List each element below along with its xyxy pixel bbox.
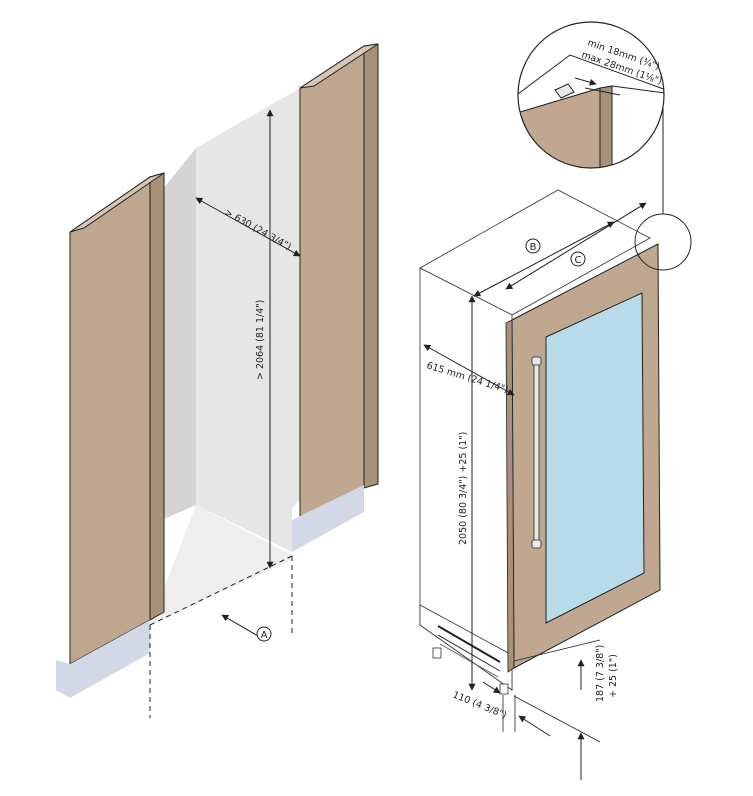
magnifier-panel-edge	[599, 85, 613, 168]
magnifier-gap-line	[584, 87, 621, 96]
dim-c-arrow	[505, 202, 647, 290]
magnifier-hinge	[554, 83, 575, 99]
door-handle	[533, 362, 540, 544]
handle-mount	[531, 539, 542, 549]
cabinet-foot	[432, 647, 442, 659]
callout-c-circle	[570, 251, 586, 267]
right-panel-top	[299, 43, 379, 89]
niche-illustration: > 630 (24 3/4") > 2064 (81 1/4") A	[56, 43, 379, 718]
callout-c-label: C	[575, 255, 582, 266]
niche-height-text: > 2064 (81 1/4")	[255, 300, 266, 380]
cabinet-base	[419, 604, 513, 691]
plinth-height-text-2: + 25 (1")	[608, 654, 619, 698]
left-plinth-side	[56, 660, 70, 698]
magnifier-ring	[517, 21, 665, 169]
cabinet-height-text: 2050 (80 3/4") +25 (1")	[458, 432, 469, 545]
niche-floor	[150, 505, 292, 625]
door-glass	[545, 292, 645, 624]
cabinet-foot	[499, 683, 509, 695]
left-panel-front	[69, 176, 151, 665]
plinth-height-text-1: 187 (7 3/8")	[595, 645, 606, 702]
left-panel-edge	[149, 172, 165, 621]
detail-magnifier: min 18mm (¾") max 28mm (1⅛")	[517, 21, 665, 169]
foot-arrow-left	[482, 681, 501, 694]
callout-a-circle	[256, 626, 272, 642]
plinth-ext-bottom	[513, 695, 601, 743]
cabinet-illustration: 615 mm (24 1/4") 2050 (80 3/4") +25 (1")…	[419, 105, 692, 780]
foot-depth-text: 110 (4 3/8")	[451, 690, 508, 722]
callout-a-label: A	[261, 630, 268, 641]
niche-back-wall	[196, 88, 300, 552]
left-panel-top	[69, 172, 165, 233]
niche-width-arrow	[195, 197, 301, 257]
door-panel-edge	[505, 319, 515, 673]
plinth-ext-top	[513, 639, 601, 662]
magnifier-gap-arrow	[574, 77, 597, 86]
foot-arrow-right	[518, 715, 551, 737]
callout-a-arrow	[221, 614, 259, 637]
handle-mount	[531, 356, 542, 366]
right-panel-front	[299, 45, 365, 521]
right-plinth	[292, 485, 364, 552]
callout-b-label: B	[530, 242, 537, 253]
left-plinth	[70, 620, 150, 698]
right-panel-edge	[363, 43, 379, 489]
